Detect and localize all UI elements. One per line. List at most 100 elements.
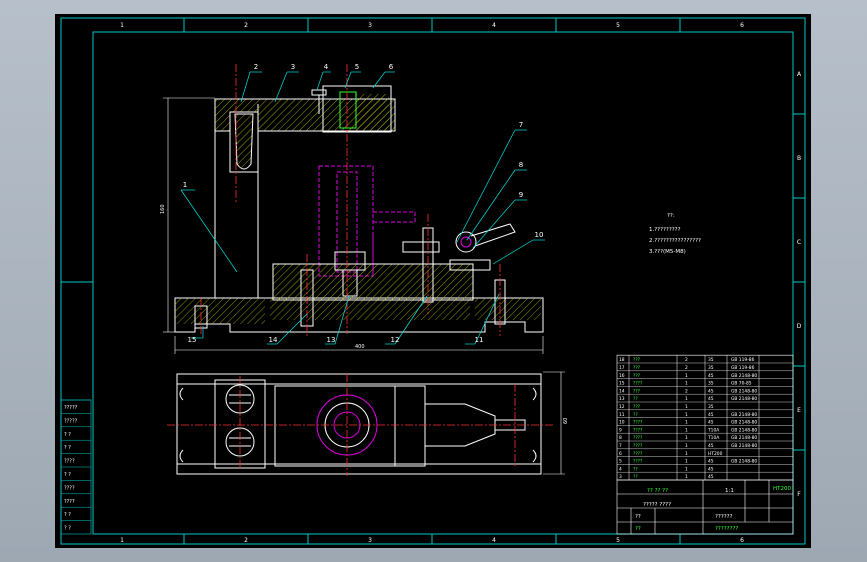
base-hatch-right: [475, 298, 541, 320]
bom-cell: 2: [685, 365, 688, 371]
top-view[interactable]: [176, 373, 542, 475]
grid-top-3: 3: [368, 22, 372, 29]
bom-cell: 7: [619, 443, 622, 449]
column: [214, 104, 259, 299]
bushing-hatch: [355, 94, 389, 130]
bom-cell: 45: [708, 412, 714, 418]
bom-cell: ???: [633, 404, 641, 410]
inner-frame: [92, 31, 794, 535]
bom-cell: 1: [685, 396, 688, 402]
strip-label: ?????: [64, 405, 78, 411]
front-view[interactable]: 160 400 60: [160, 64, 569, 475]
top-slot-right: [532, 387, 537, 463]
bom-cell: 1: [685, 427, 688, 433]
strip-label: ? ?: [64, 472, 71, 478]
bolt-13: [342, 269, 358, 297]
bom-cell: 45: [708, 443, 714, 449]
bom-cell: 1: [685, 404, 688, 410]
bom-cell: GB 2148-80: [731, 435, 757, 441]
bom-cell: 1: [685, 466, 688, 472]
base-hatch-left: [175, 298, 265, 324]
top-bolt-upper: [225, 384, 255, 414]
grid-bottom-4: 4: [492, 537, 496, 544]
bom-cell: 18: [619, 357, 625, 363]
drawing-canvas[interactable]: 1 2 3 4 5 6 1 2 3 4 5 6 A B C D E F: [55, 14, 811, 548]
bom-cell: 45: [708, 459, 714, 465]
bom-cell: GB 2148-80: [731, 388, 757, 394]
bom-cell: 2: [685, 388, 688, 394]
balloon-2: 2: [254, 63, 258, 71]
company-name: ????????: [715, 526, 738, 532]
balloon-8: 8: [519, 161, 523, 169]
workpiece-hidden: [318, 165, 416, 277]
drawing-number: ??????: [715, 514, 733, 520]
dim-height-label: 160: [160, 204, 166, 214]
dimension-lines: [163, 97, 565, 475]
bom-cell: ??: [633, 412, 638, 418]
centerlines-front: [200, 64, 501, 336]
bom-cell: 9: [619, 427, 622, 433]
balloon-7: 7: [519, 121, 523, 129]
grid-top-1: 1: [120, 22, 124, 29]
bom-cell: ??: [633, 396, 638, 402]
grid-bottom-5: 5: [616, 537, 620, 544]
base-plate: [174, 297, 544, 333]
bom-cell: GB 70-85: [731, 381, 752, 387]
bom-cell: 45: [708, 373, 714, 379]
reviewer-label: ??: [635, 526, 641, 532]
bom-cell: 1: [685, 459, 688, 465]
scale-value: 1:1: [725, 488, 734, 494]
bom-cell: 8: [619, 435, 622, 441]
balloon-labels: 1 2 3 4 5 6 7 8 9 10 11 12 13 14 15: [183, 63, 544, 344]
bom-cell: 45: [708, 396, 714, 402]
bom-cell: T10A: [707, 427, 719, 433]
grid-ticks: [61, 18, 805, 544]
grid-labels: 1 2 3 4 5 6 1 2 3 4 5 6 A B C D E F: [120, 22, 802, 544]
balloon-4: 4: [324, 63, 329, 71]
bom-cell: GB 119-86: [731, 357, 755, 363]
notes-title: ??:: [667, 213, 675, 219]
bom-cell: ???: [633, 388, 641, 394]
bom-cell: ???: [633, 357, 641, 363]
bom-cell: 14: [619, 388, 625, 394]
top-slot-left: [179, 387, 184, 463]
assembly-drawing: 1 2 3 4 5 6 1 2 3 4 5 6 A B C D E F: [60, 17, 806, 545]
bom-cell: 6: [619, 451, 622, 457]
bom-cell: 13: [619, 396, 625, 402]
cam-lever: [402, 223, 516, 271]
grid-right-f: F: [797, 491, 801, 498]
bom-cell: GB 2148-80: [731, 427, 757, 433]
leaders: [180, 71, 545, 345]
grid-right-a: A: [797, 71, 802, 78]
bom-cell: GB 2148-80: [731, 459, 757, 465]
bom-cell: ????: [633, 451, 643, 457]
drawing-subtitle: ????? ????: [643, 502, 671, 508]
bom-cell: ????: [633, 459, 643, 465]
bom-cell: T10A: [707, 435, 719, 441]
bom-cell: 1: [685, 420, 688, 426]
notes-line-3: 3.???(M5-M8): [649, 249, 686, 255]
strip-label: ? ?: [64, 512, 71, 518]
bom-cell: ???: [633, 373, 641, 379]
base-hatch-mid: [270, 298, 470, 320]
grid-top-5: 5: [616, 22, 620, 29]
grid-top-4: 4: [492, 22, 496, 29]
bom-cell: 35: [708, 381, 714, 387]
bom-cell: 11: [619, 412, 625, 418]
bom-cell: GB 2148-80: [731, 443, 757, 449]
screw-4: [311, 89, 327, 96]
bom-cell: ???: [633, 365, 641, 371]
outer-frame: [60, 17, 806, 545]
bom-cell: 2: [685, 357, 688, 363]
bom-cell: GB 2148-80: [731, 373, 757, 379]
bom-cell: ????: [633, 420, 643, 426]
strip-label: ????: [64, 459, 75, 465]
balloon-12: 12: [391, 336, 400, 344]
designer-label: ??: [635, 514, 641, 520]
top-base-outline: [176, 373, 542, 475]
bom-cell: 45: [708, 388, 714, 394]
left-revision-strip: ??????????? ?? ?????? ?????????? ?? ?: [60, 399, 92, 535]
notes-line-1: 1.?????????: [649, 227, 681, 233]
bom-cell: 45: [708, 420, 714, 426]
